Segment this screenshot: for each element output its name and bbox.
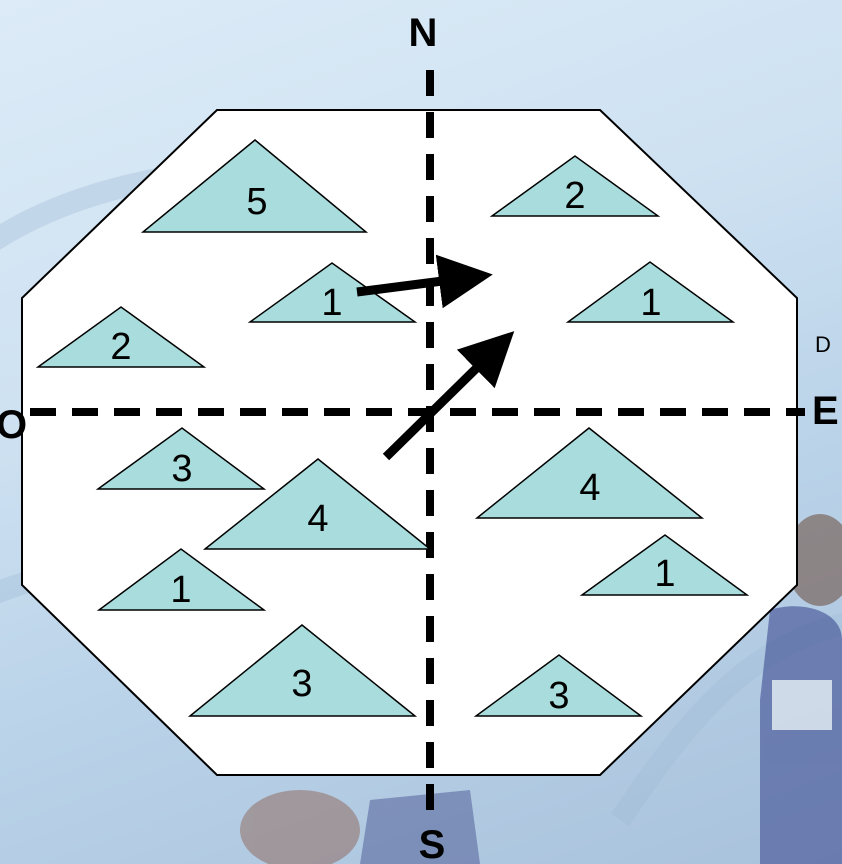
control-triangle bbox=[565, 261, 736, 323]
control-triangle bbox=[187, 624, 418, 717]
direction-arrow-east bbox=[356, 254, 493, 309]
east-label: E bbox=[812, 389, 839, 433]
runner2-shirt-shape bbox=[360, 790, 480, 864]
triangle-points-label: 1 bbox=[654, 553, 675, 595]
control-triangle bbox=[473, 654, 644, 717]
triangle-points-label: 3 bbox=[548, 675, 569, 717]
control-triangle bbox=[489, 155, 661, 217]
control-triangle bbox=[474, 427, 705, 519]
control-triangle bbox=[35, 306, 207, 368]
runner2-head-shape bbox=[240, 790, 360, 864]
triangle-points-label: 3 bbox=[171, 448, 192, 490]
triangle-points-label: 2 bbox=[564, 175, 585, 217]
control-triangle bbox=[202, 458, 433, 550]
runner-shirt-shape bbox=[760, 606, 842, 864]
north-label: N bbox=[409, 11, 438, 55]
triangle-markers: 5 2 1 1 2 3 4 4 1 1 3 3 bbox=[35, 139, 750, 717]
triangle-points-label: 1 bbox=[170, 569, 191, 611]
runner-photo-silhouette bbox=[760, 514, 842, 864]
triangle-points-label: 3 bbox=[291, 663, 312, 705]
runner-head-shape bbox=[786, 514, 842, 606]
triangle-points-label: 1 bbox=[640, 282, 661, 324]
control-triangle bbox=[96, 548, 267, 611]
octagon-field bbox=[21, 109, 798, 776]
south-label: S bbox=[419, 823, 446, 864]
west-label: O bbox=[0, 403, 27, 447]
edge-caption-text: D bbox=[815, 332, 831, 357]
runner-bib-shape bbox=[772, 680, 832, 730]
control-triangle bbox=[579, 534, 750, 596]
triangle-points-label: 4 bbox=[307, 498, 328, 540]
triangle-points-label: 1 bbox=[321, 282, 342, 324]
triangle-points-label: 4 bbox=[579, 467, 600, 509]
control-triangle bbox=[95, 427, 267, 490]
triangle-points-label: 5 bbox=[246, 181, 267, 223]
control-triangle bbox=[140, 139, 369, 233]
triangle-points-label: 2 bbox=[110, 326, 131, 368]
runner-photo-silhouette-bottom bbox=[240, 790, 480, 864]
direction-arrow-northeast bbox=[382, 331, 515, 461]
